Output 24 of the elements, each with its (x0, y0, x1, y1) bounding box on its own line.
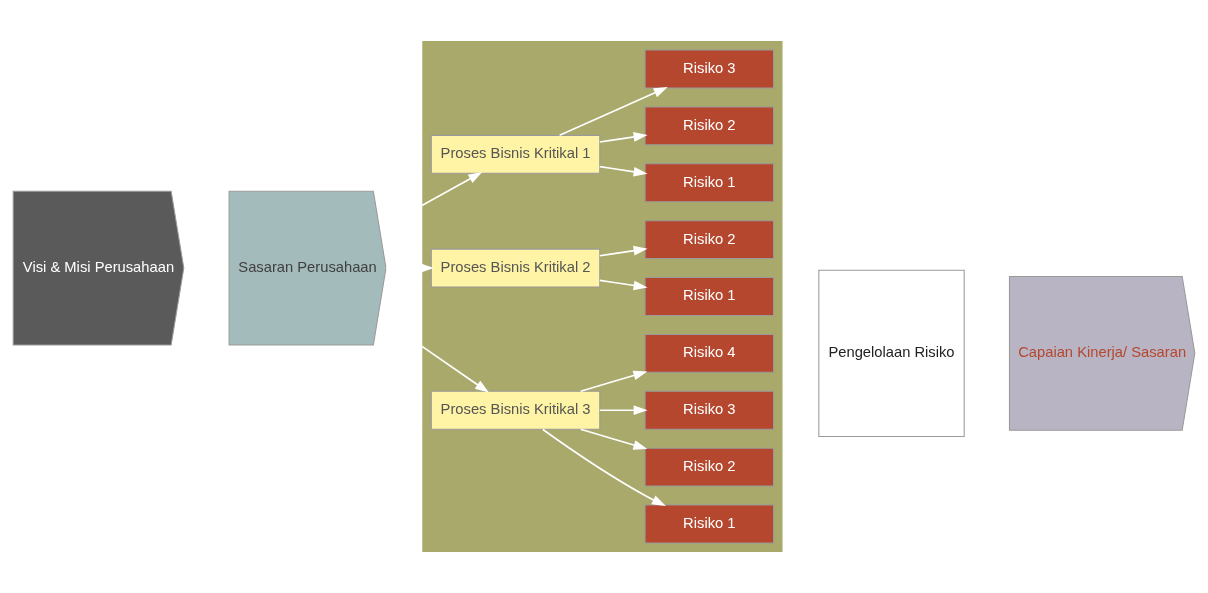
arrow (598, 405, 648, 416)
node-box: Risiko 1 (644, 504, 775, 544)
node-box: Risiko 1 (644, 277, 775, 316)
node-box: Risiko 4 (644, 333, 775, 373)
arrow (385, 263, 434, 273)
arrow (598, 132, 648, 143)
node-box: Risiko 2 (644, 220, 775, 260)
cluster (422, 41, 783, 552)
arrow (598, 165, 648, 177)
node-box: Risiko 3 (644, 49, 775, 89)
node-box: Risiko 2 (644, 447, 775, 487)
node-box: Pengelolaan Risiko (818, 269, 965, 438)
arrow (558, 87, 668, 137)
arrow (598, 245, 648, 257)
node-box: Proses Bisnis Kritikal 3 (430, 390, 601, 430)
arrow (542, 428, 666, 507)
arrow (579, 370, 648, 393)
node-box: Risiko 1 (644, 163, 775, 203)
arrow (598, 279, 648, 291)
node-box: Risiko 3 (644, 390, 775, 430)
node-box: Proses Bisnis Kritikal 1 (430, 134, 601, 174)
arrow (579, 428, 648, 450)
node-box: Risiko 2 (644, 106, 775, 146)
node-box: Proses Bisnis Kritikal 2 (430, 248, 601, 288)
